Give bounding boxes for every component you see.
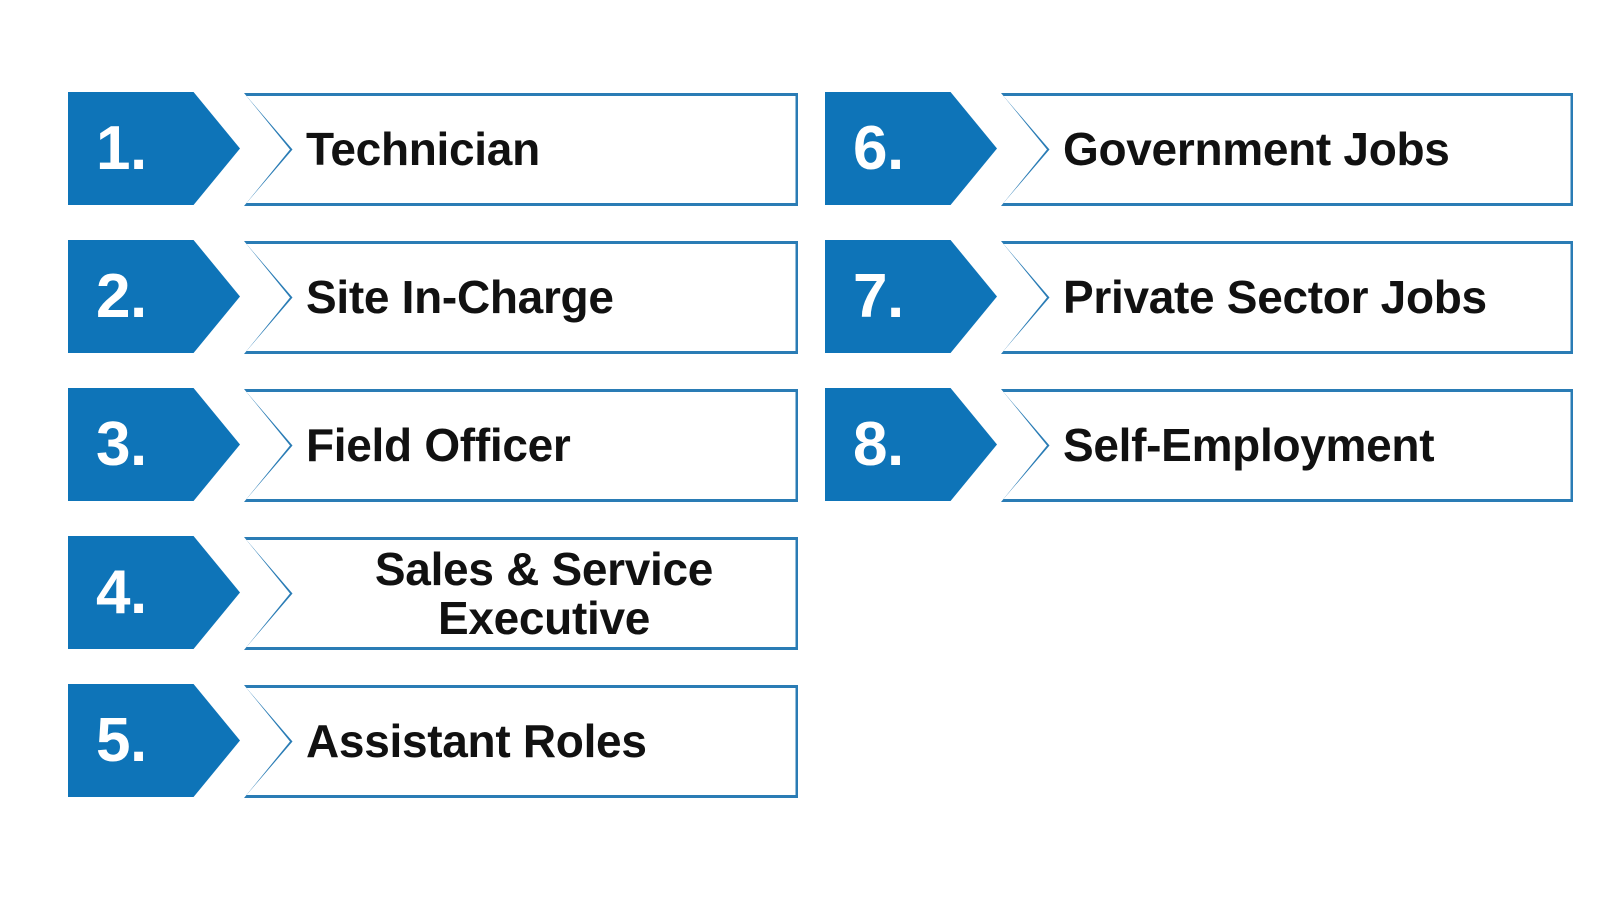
number-badge-arrow-icon: 6.	[825, 92, 997, 205]
item-label-line: Private Sector Jobs	[1063, 271, 1487, 324]
number-badge-arrow-icon: 5.	[68, 684, 240, 797]
label-plaque[interactable]: Self-Employment	[1001, 389, 1573, 502]
number-badge-arrow-icon: 8.	[825, 388, 997, 501]
item-number: 7.	[853, 261, 904, 331]
number-badge-arrow-icon: 4.	[68, 536, 240, 649]
item-label-line: Assistant Roles	[306, 715, 647, 768]
label-plaque[interactable]: Technician	[244, 93, 798, 206]
chevron-row[interactable]: 2. Site In-Charge	[68, 240, 798, 354]
plaque-fill	[244, 685, 798, 798]
item-label: Private Sector Jobs	[1063, 241, 1557, 354]
chevron-row[interactable]: 3. Field Officer	[68, 388, 798, 502]
label-plaque[interactable]: Site In-Charge	[244, 241, 798, 354]
item-label-line: Executive	[437, 591, 651, 644]
item-label-line: Site In-Charge	[306, 271, 614, 324]
number-badge-arrow-icon: 2.	[68, 240, 240, 353]
chevron-row[interactable]: 8. Self-Employment	[825, 388, 1573, 502]
right-column: 6. Government Jobs 7. Private Sector Jobs 8.…	[825, 92, 1573, 502]
chevron-row[interactable]: 6. Government Jobs	[825, 92, 1573, 206]
item-label: Field Officer	[306, 389, 782, 502]
item-number: 6.	[853, 113, 904, 183]
plaque-fill	[244, 389, 798, 502]
item-label-line: Sales & Service	[374, 542, 714, 595]
plaque-fill	[244, 93, 798, 206]
item-label-line: Technician	[306, 123, 540, 176]
item-number: 4.	[96, 557, 147, 627]
item-number: 5.	[96, 705, 147, 775]
chevron-row[interactable]: 1. Technician	[68, 92, 798, 206]
label-plaque[interactable]: Assistant Roles	[244, 685, 798, 798]
item-number: 3.	[96, 409, 147, 479]
item-label: Self-Employment	[1063, 389, 1557, 502]
item-number: 8.	[853, 409, 904, 479]
plaque-fill	[244, 241, 798, 354]
item-label: Assistant Roles	[306, 685, 782, 798]
plaque-fill	[1001, 389, 1573, 502]
chevron-row[interactable]: 5. Assistant Roles	[68, 684, 798, 798]
item-label: Technician	[306, 93, 782, 206]
plaque-fill	[1001, 241, 1573, 354]
item-label: Site In-Charge	[306, 241, 782, 354]
label-plaque[interactable]: Government Jobs	[1001, 93, 1573, 206]
item-number: 1.	[96, 113, 147, 183]
chevron-row[interactable]: 7. Private Sector Jobs	[825, 240, 1573, 354]
left-column: 1. Technician 2. Site In-Charge 3. Field Offi…	[68, 92, 798, 798]
plaque-fill	[1001, 93, 1573, 206]
number-badge-arrow-icon: 1.	[68, 92, 240, 205]
label-plaque[interactable]: Field Officer	[244, 389, 798, 502]
item-label-line: Government Jobs	[1063, 123, 1450, 176]
item-number: 2.	[96, 261, 147, 331]
number-badge-arrow-icon: 3.	[68, 388, 240, 501]
item-label-line: Self-Employment	[1063, 419, 1435, 472]
plaque-fill	[244, 537, 798, 650]
item-label-line: Field Officer	[306, 419, 571, 472]
number-badge-arrow-icon: 7.	[825, 240, 997, 353]
label-plaque[interactable]: Private Sector Jobs	[1001, 241, 1573, 354]
item-label: Government Jobs	[1063, 93, 1557, 206]
